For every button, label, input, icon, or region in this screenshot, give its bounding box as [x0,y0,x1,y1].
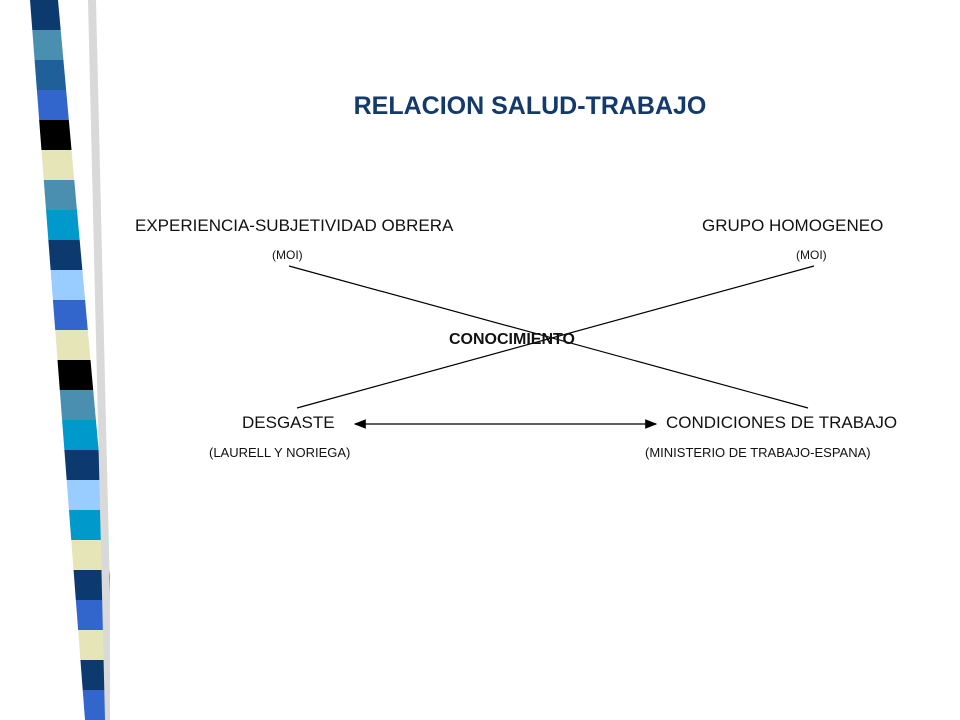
strip-block [68,510,107,540]
node-condiciones-label: CONDICIONES DE TRABAJO [666,413,898,432]
strip-block [41,150,75,180]
node-grupo-source: (MOI) [796,248,827,262]
strip-block [78,630,110,660]
strip-block [64,450,102,480]
strip-block [75,600,110,630]
strip-block [59,390,96,420]
slide-title: RELACION SALUD-TRABAJO [353,92,707,120]
node-experiencia-label: EXPERIENCIA-SUBJETIVIDAD OBRERA [135,216,454,235]
strip-block [34,60,67,90]
strip-block [62,420,99,450]
node-condiciones-source: (MINISTERIO DE TRABAJO-ESPANA) [645,445,871,460]
strip-block [82,690,110,720]
node-desgaste-source: (LAURELL Y NORIEGA) [209,445,351,460]
strip-shadow [88,0,110,720]
node-conocimiento-label: CONOCIMIENTO [449,331,575,348]
node-grupo-label: GRUPO HOMOGENEO [702,216,884,235]
connector-top-left-to-bottom-right [288,265,809,409]
strip-block [30,0,61,30]
connector-top-right-to-bottom-left [296,265,815,409]
strip-block [52,300,88,330]
decorative-color-strip [30,0,110,720]
strip-block [73,570,110,600]
strip-block [43,180,77,210]
strip-block [36,90,69,120]
node-experiencia-source: (MOI) [272,248,303,262]
strip-block [71,540,110,570]
strip-block [50,270,86,300]
strip-block [39,120,72,150]
strip-block [80,660,110,690]
node-desgaste-label: DESGASTE [242,413,335,432]
strip-block [66,480,105,510]
strip-block [48,240,83,270]
strip-block [57,360,94,390]
strip-block [32,30,64,60]
strip-block [55,330,91,360]
strip-block [46,210,80,240]
